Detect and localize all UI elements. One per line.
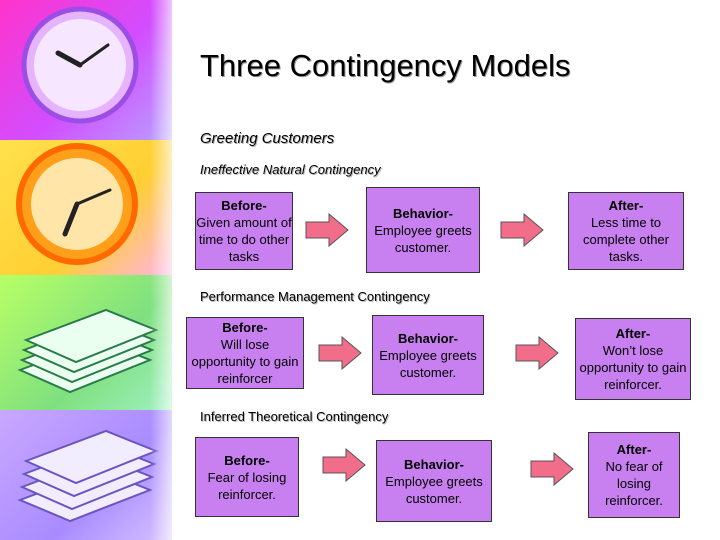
before-label: Before- bbox=[221, 198, 267, 213]
behavior-label: Behavior- bbox=[398, 330, 458, 346]
row-heading: Inferred Theoretical Contingency bbox=[200, 409, 389, 424]
before-box: Before- Fear of losing reinforcer. bbox=[195, 437, 299, 517]
after-label: After- bbox=[615, 326, 651, 341]
decorative-photo-strip bbox=[0, 0, 172, 540]
after-text: Less time to complete other tasks. bbox=[583, 215, 669, 264]
behavior-text: Employee greets customer. bbox=[379, 347, 477, 380]
slide-title: Three Contingency Models bbox=[200, 48, 571, 83]
arrow-icon bbox=[530, 452, 574, 486]
clock-icon bbox=[16, 143, 138, 265]
after-box: After- Less time to complete other tasks… bbox=[568, 192, 684, 270]
arrow-icon bbox=[500, 213, 544, 247]
behavior-box: Behavior- Employee greets customer. bbox=[366, 187, 480, 273]
behavior-box: Behavior- Employee greets customer. bbox=[372, 315, 484, 395]
row-heading: Performance Management Contingency bbox=[200, 289, 430, 304]
slide-subtitle: Greeting Customers bbox=[200, 130, 335, 147]
after-text: No fear of losing reinforcer. bbox=[605, 459, 663, 508]
before-box: Before- Will lose opportunity to gain re… bbox=[186, 317, 304, 389]
arrow-icon bbox=[318, 336, 362, 370]
before-box: Before- Given amount of time to do other… bbox=[195, 192, 293, 270]
before-label: Before- bbox=[222, 320, 268, 335]
before-text: Fear of losing reinforcer. bbox=[207, 469, 287, 502]
clock-icon bbox=[21, 6, 139, 124]
arrow-icon bbox=[515, 336, 559, 370]
behavior-label: Behavior- bbox=[393, 205, 453, 221]
after-box: After- Won’t lose opportunity to gain re… bbox=[575, 318, 691, 400]
after-label: After- bbox=[616, 442, 652, 457]
arrow-icon bbox=[322, 448, 366, 482]
paper-stack-icon bbox=[17, 429, 159, 523]
before-text: Will lose opportunity to gain reinforcer bbox=[191, 337, 299, 386]
before-text: Given amount of time to do other tasks bbox=[196, 215, 292, 264]
before-label: Before- bbox=[224, 452, 270, 468]
behavior-label: Behavior- bbox=[404, 456, 464, 472]
behavior-text: Employee greets customer. bbox=[374, 222, 472, 255]
after-text: Won’t lose opportunity to gain reinforce… bbox=[579, 343, 687, 392]
arrow-icon bbox=[305, 213, 349, 247]
after-box: After- No fear of losing reinforcer. bbox=[588, 432, 680, 518]
behavior-box: Behavior- Employee greets customer. bbox=[376, 440, 492, 522]
behavior-text: Employee greets customer. bbox=[385, 473, 483, 506]
strip-fade bbox=[150, 0, 172, 540]
row-heading: Ineffective Natural Contingency bbox=[200, 162, 381, 177]
after-label: After- bbox=[608, 198, 644, 213]
paper-stack-icon bbox=[17, 308, 159, 394]
